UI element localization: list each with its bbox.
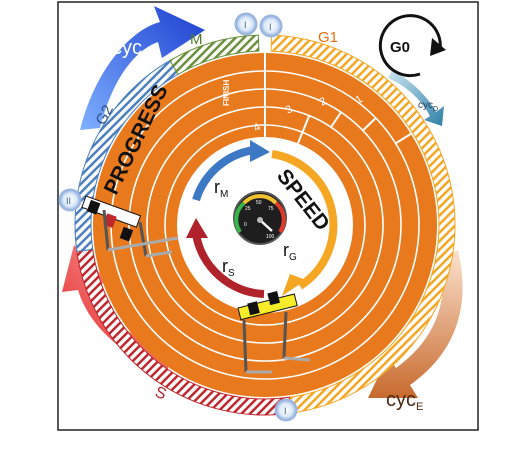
lane-number-2: 2 (318, 95, 329, 108)
lane-number-3: 3 (284, 103, 295, 116)
gauge-tick-100: 100 (266, 234, 275, 240)
m-label: M (190, 31, 203, 48)
finish-sector (264, 53, 412, 145)
checkpoint-top-left[interactable]: I (234, 12, 258, 36)
g0-loop-arrow (378, 14, 446, 78)
cyclin-e-arrow (368, 250, 463, 398)
hurdle-left (81, 195, 179, 258)
s-label: S (153, 384, 169, 404)
checkpoint-left-label: II (66, 196, 71, 206)
lane-number-4: 4 (252, 121, 263, 134)
rate-m-label: rM (214, 177, 228, 200)
gauge-tick-25: 25 (245, 206, 251, 212)
m-phase-band (169, 34, 260, 75)
cyclin-b-label: cycB (112, 37, 149, 61)
dna-label: DNA (76, 349, 119, 371)
g0-label: G0 (390, 39, 410, 56)
rate-m-arrow (192, 140, 270, 202)
lane-number-1: 1 (354, 93, 365, 106)
rate-s-label: rS (222, 256, 235, 279)
checkpoint-bottom-label: I (284, 406, 287, 416)
checkpoint-bottom[interactable]: I (274, 398, 298, 422)
rate-g-arrow (271, 150, 338, 296)
cyclin-d-arrow (388, 70, 444, 126)
gauge-tick-0: 0 (244, 222, 247, 228)
g1-label: G1 (318, 29, 338, 46)
cyclin-e-label: cycE (386, 389, 423, 413)
cyclin-d-label: cycD (418, 100, 438, 113)
rate-s-arrow (186, 218, 265, 298)
phase-ring (74, 34, 456, 416)
checkpoint-left[interactable]: II (58, 188, 82, 212)
hurdle-bottom (237, 291, 311, 374)
finish-label: FINISH (222, 80, 231, 106)
checkpoint-top-right[interactable]: I (259, 14, 283, 38)
rate-g-label: rG (283, 240, 297, 263)
frame-border (57, 1, 479, 431)
gauge-tick-75: 75 (268, 206, 274, 212)
speed-gauge: 0 25 50 75 100 (233, 191, 287, 245)
cyclin-b-arrow (80, 6, 205, 130)
checkpoint-top-right-label: I (269, 22, 272, 32)
checkpoint-top-left-label: I (244, 20, 247, 30)
gauge-tick-50: 50 (256, 200, 262, 206)
